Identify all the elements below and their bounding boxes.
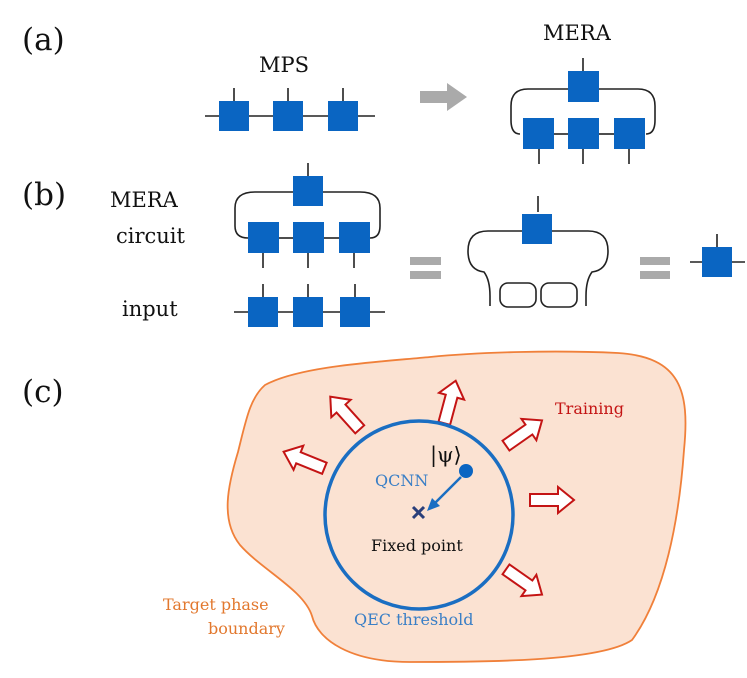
- training-arrow-3: [436, 379, 466, 427]
- mps-tensor-1: [219, 101, 249, 131]
- qcnn-label: QCNN: [375, 471, 428, 490]
- input-tensor-1: [248, 297, 278, 327]
- panel-b-label: (b): [22, 177, 66, 213]
- qcnn-arrow-shaft: [433, 476, 462, 505]
- input-tensor-2: [293, 297, 323, 327]
- mera-top-tensor: [568, 71, 599, 102]
- contracted-diagram: [467, 196, 609, 308]
- mera-tensor-1: [523, 118, 554, 149]
- mera-circuit-label-line2: circuit: [116, 224, 186, 248]
- mera-tensor-2: [568, 118, 599, 149]
- circuit-tensor-3: [339, 222, 370, 253]
- single-tensor-diagram: [690, 234, 745, 277]
- circuit-tensor-1: [248, 222, 279, 253]
- circuit-top-tensor: [293, 176, 323, 206]
- loop-2: [540, 282, 578, 308]
- loop-1: [499, 282, 537, 308]
- mera-label: MERA: [543, 21, 612, 45]
- fixed-point-cross: [411, 505, 426, 520]
- mera-circuit-diagram: [234, 163, 381, 268]
- circuit-tensor-2: [293, 222, 324, 253]
- mps-tensor-3: [328, 101, 358, 131]
- target-phase-label-line2: boundary: [208, 619, 285, 638]
- state-label: |ψ⟩: [430, 443, 462, 468]
- state-dot: [459, 464, 473, 478]
- equals-sign-2: [640, 257, 670, 279]
- single-tensor: [702, 247, 732, 277]
- panel-a-label: (a): [22, 22, 65, 58]
- panel-c-label: (c): [22, 374, 64, 410]
- target-phase-region: [226, 350, 687, 663]
- training-arrow-2: [329, 395, 366, 435]
- input-mps-diagram: [234, 284, 385, 327]
- training-label: Training: [555, 399, 624, 418]
- input-tensor-3: [340, 297, 370, 327]
- panel-c: (c) |ψ⟩ QCNN Fixed point Training QEC th…: [22, 350, 687, 663]
- training-arrow-4: [501, 417, 544, 452]
- target-phase-label-line1: Target phase: [163, 595, 269, 614]
- training-arrow-1: [282, 444, 328, 476]
- qcnn-arrow-head: [427, 498, 440, 511]
- input-label: input: [122, 297, 178, 321]
- mera-diagram: [510, 58, 656, 164]
- training-arrow-5: [529, 484, 576, 516]
- training-arrows: [282, 379, 576, 598]
- mps-tensor-2: [273, 101, 303, 131]
- fixed-point-label: Fixed point: [371, 536, 463, 555]
- mera-circuit-label-line1: MERA: [110, 188, 179, 212]
- qec-threshold-circle: [323, 419, 515, 611]
- mps-diagram: [205, 88, 375, 131]
- mps-label: MPS: [259, 53, 309, 77]
- mera-tensor-3: [614, 118, 645, 149]
- panel-a: (a) MPS MERA: [22, 21, 656, 164]
- contracted-tensor: [522, 214, 552, 244]
- panel-b: (b) MERA circuit input: [22, 163, 745, 327]
- qec-threshold-label: QEC threshold: [354, 610, 473, 629]
- transform-arrow: [420, 83, 467, 111]
- training-arrow-6: [501, 563, 544, 598]
- equals-sign-1: [410, 257, 441, 279]
